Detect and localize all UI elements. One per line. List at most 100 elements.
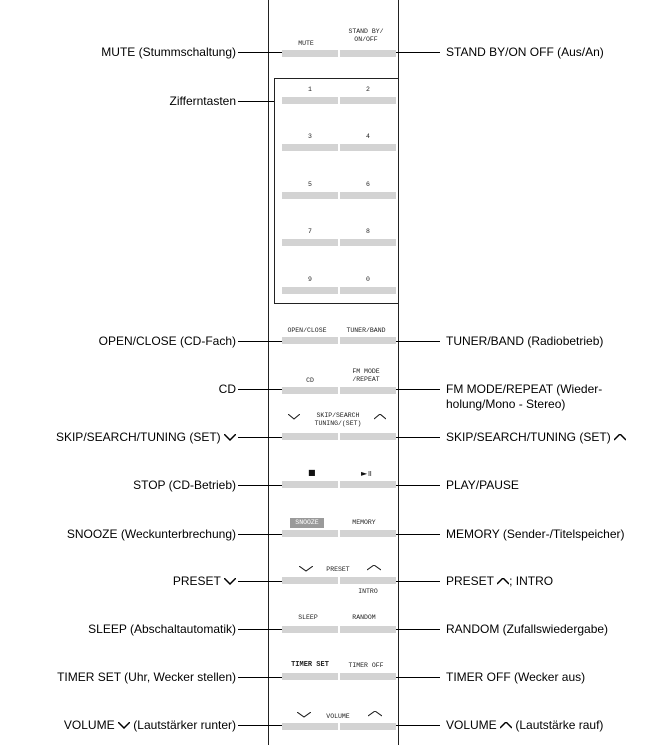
callout-zifferntasten: Zifferntasten [169, 94, 236, 108]
key-9-label: 9 [308, 276, 312, 283]
leader-line [238, 437, 282, 438]
key-1-label: 1 [308, 86, 312, 93]
leader-line [238, 485, 282, 486]
skip-up-chevron-icon [374, 414, 386, 420]
mute-button[interactable] [282, 50, 338, 57]
callout-volume-up: VOLUME (Lautstärke rauf) [446, 718, 603, 732]
callout-volume-up-b: (Lautstärke rauf) [515, 718, 604, 732]
callout-fm-mode-1: FM MODE/REPEAT (Wieder- [446, 382, 603, 396]
callout-mute: MUTE (Stummschaltung) [101, 45, 236, 59]
random-button-label: RANDOM [352, 614, 376, 621]
leader-line [238, 629, 282, 630]
key-2-button[interactable] [340, 97, 396, 104]
key-3-button[interactable] [282, 144, 338, 151]
chevron-up-icon [497, 578, 510, 585]
open-close-button[interactable] [282, 337, 338, 344]
callout-preset-down: PRESET [173, 574, 236, 588]
leader-line [396, 341, 440, 342]
key-0-button[interactable] [340, 287, 396, 294]
volume-down-button[interactable] [282, 723, 338, 730]
volume-down-chevron-icon [297, 712, 311, 718]
leader-line [238, 677, 282, 678]
leader-line [238, 389, 282, 390]
open-close-button-label: OPEN/CLOSE [287, 327, 327, 334]
preset-down-button[interactable] [282, 577, 338, 584]
leader-line [396, 485, 440, 486]
key-1-button[interactable] [282, 97, 338, 104]
callout-volume-up-a: VOLUME [446, 718, 497, 732]
key-4-button[interactable] [340, 144, 396, 151]
volume-up-chevron-icon [368, 711, 382, 717]
leader-line [396, 389, 440, 390]
fm-mode-button-label-2: /REPEAT [352, 376, 380, 383]
memory-button-label: MEMORY [352, 519, 376, 526]
tuner-band-button-label: TUNER/BAND [346, 327, 386, 334]
callout-open-close: OPEN/CLOSE (CD-Fach) [98, 334, 236, 348]
key-4-label: 4 [366, 133, 370, 140]
callout-volume-down-b: (Lautstärker runter) [133, 718, 236, 732]
intro-label: INTRO [358, 588, 378, 595]
fm-mode-repeat-button[interactable] [340, 387, 396, 394]
leader-line [238, 725, 282, 726]
number-keypad-frame [274, 78, 399, 304]
timer-off-button[interactable] [340, 673, 396, 680]
skip-search-label-2: TUNING/(SET) [314, 420, 362, 427]
key-7-button[interactable] [282, 239, 338, 246]
cd-button-label: CD [306, 377, 314, 384]
timer-off-button-label: TIMER OFF [348, 662, 384, 669]
sleep-button[interactable] [282, 626, 338, 633]
memory-button[interactable] [340, 530, 396, 537]
callout-tuner-band: TUNER/BAND (Radiobetrieb) [446, 334, 604, 348]
mute-button-label: MUTE [298, 40, 314, 47]
leader-line [238, 101, 274, 102]
preset-down-chevron-icon [299, 566, 313, 572]
preset-label: PRESET [326, 566, 350, 573]
stop-button[interactable] [282, 481, 338, 488]
standby-button[interactable] [340, 50, 396, 57]
preset-up-button[interactable] [340, 577, 396, 584]
remote-control-outline [268, 0, 399, 745]
key-2-label: 2 [366, 86, 370, 93]
cd-button[interactable] [282, 387, 338, 394]
callout-skip-down: SKIP/SEARCH/TUNING (SET) [56, 430, 236, 444]
stop-icon: ■ [308, 468, 316, 477]
standby-button-label-1: STAND BY/ [348, 28, 384, 35]
skip-down-button[interactable] [282, 433, 338, 440]
key-8-button[interactable] [340, 239, 396, 246]
callout-skip-up: SKIP/SEARCH/TUNING (SET) [446, 430, 627, 444]
skip-search-label-1: SKIP/SEARCH [316, 412, 360, 419]
chevron-down-icon [224, 578, 236, 586]
timer-set-button[interactable] [282, 673, 338, 680]
key-9-button[interactable] [282, 287, 338, 294]
leader-line [396, 725, 440, 726]
random-button[interactable] [340, 626, 396, 633]
leader-line [396, 437, 440, 438]
tuner-band-button[interactable] [340, 337, 396, 344]
chevron-down-icon [117, 722, 130, 730]
timer-set-button-label: TIMER SET [291, 661, 329, 669]
callout-volume-down: VOLUME (Lautstärker runter) [64, 718, 236, 732]
preset-up-chevron-icon [367, 565, 381, 571]
callout-volume-down-a: VOLUME [63, 718, 115, 732]
callout-snooze: SNOOZE (Weckunterbrechung) [66, 527, 236, 541]
play-pause-icon: ►॥ [361, 469, 372, 478]
callout-cd: CD [218, 382, 236, 396]
volume-up-button[interactable] [340, 723, 396, 730]
callout-preset-up-text: ; INTRO [509, 574, 554, 588]
key-6-button[interactable] [340, 192, 396, 199]
callout-memory: MEMORY (Sender-/Titelspeicher) [446, 527, 625, 541]
sleep-button-label: SLEEP [298, 614, 318, 621]
key-5-button[interactable] [282, 192, 338, 199]
callout-stop: STOP (CD-Betrieb) [133, 478, 236, 492]
fm-mode-button-label-1: FM MODE [352, 368, 380, 375]
chevron-up-icon [614, 434, 627, 441]
snooze-button[interactable] [282, 530, 338, 537]
callout-skip-up-text: SKIP/SEARCH/TUNING (SET) [446, 430, 611, 444]
callout-skip-down-text: SKIP/SEARCH/TUNING (SET) [55, 430, 221, 444]
callout-play-pause: PLAY/PAUSE [446, 478, 519, 492]
key-8-label: 8 [366, 228, 370, 235]
play-pause-button[interactable] [340, 481, 396, 488]
skip-up-button[interactable] [340, 433, 396, 440]
leader-line [396, 52, 440, 53]
leader-line [396, 534, 440, 535]
